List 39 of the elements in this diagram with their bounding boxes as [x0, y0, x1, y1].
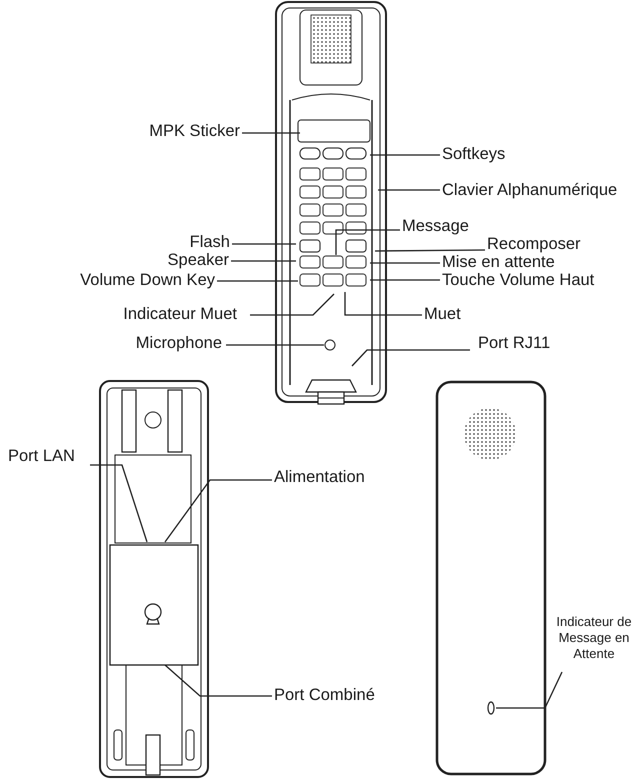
part-label: Volume Down Key [80, 270, 215, 290]
leader-line [242, 132, 300, 134]
part-label: Port LAN [8, 446, 75, 466]
part-label: Recomposer [487, 234, 581, 254]
part-label: Clavier Alphanumérique [442, 180, 618, 200]
part-label: Message [402, 216, 469, 236]
part-label: Indicateur de Message en Attente [546, 614, 642, 662]
part-label: Softkeys [442, 144, 506, 164]
part-label: Mise en attente [442, 252, 555, 272]
leader-line [164, 479, 272, 542]
part-label: Microphone [136, 333, 222, 353]
leader-line [217, 280, 298, 282]
leader-line [250, 294, 334, 316]
leader-line [370, 154, 440, 156]
leader-line [344, 292, 422, 316]
handset-back-drawing [436, 380, 546, 776]
part-label: Muet [424, 304, 461, 324]
leader-line [352, 349, 470, 366]
leader-line [370, 262, 440, 264]
leader-line [370, 279, 440, 281]
part-label: Flash [190, 232, 230, 252]
leader-line [378, 189, 440, 191]
leader-line [231, 260, 296, 262]
part-label: Alimentation [274, 467, 365, 487]
base-back-drawing [99, 380, 209, 778]
leader-line [226, 344, 324, 346]
leader-line [496, 672, 563, 709]
leader-line [375, 249, 485, 252]
leader-line [232, 243, 296, 245]
part-label: Touche Volume Haut [442, 270, 594, 290]
leader-line [90, 464, 148, 542]
part-label: MPK Sticker [149, 121, 240, 141]
part-label: Port Combiné [274, 685, 375, 705]
part-label: Port RJ11 [478, 333, 550, 353]
part-label: Speaker [168, 250, 229, 270]
leader-line [335, 229, 400, 255]
phone-front-drawing [275, 1, 387, 405]
leader-line [164, 664, 272, 697]
part-label: Indicateur Muet [123, 304, 237, 324]
